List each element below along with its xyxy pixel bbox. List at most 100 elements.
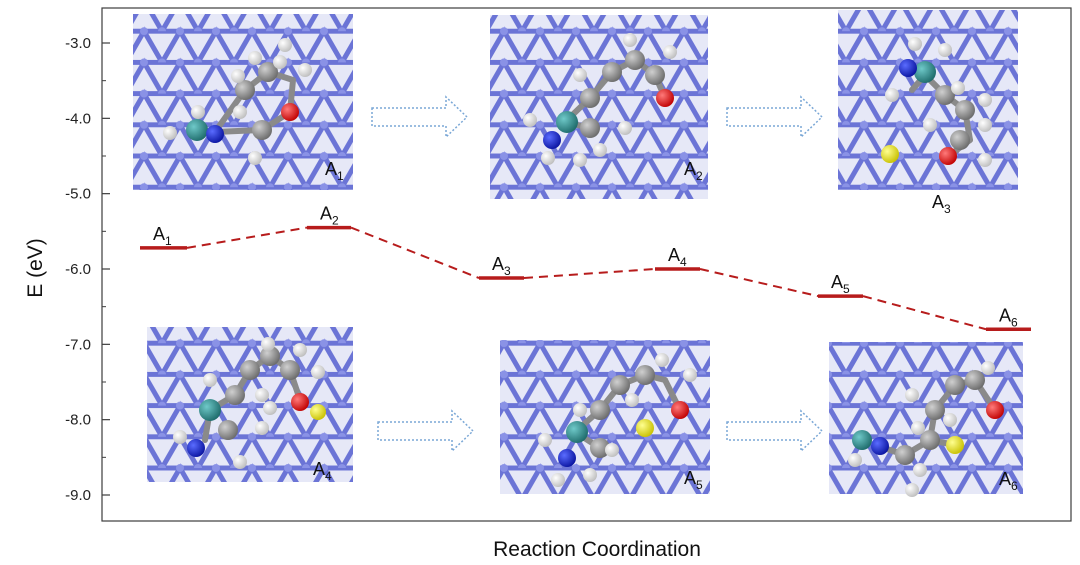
hydrogen-atom: [573, 153, 587, 167]
hydrogen-atom: [625, 393, 639, 407]
hydrogen-atom: [655, 353, 669, 367]
hydrogen-atom: [618, 121, 632, 135]
hydrogen-atom: [583, 468, 597, 482]
hydrogen-atom: [248, 51, 262, 65]
hydrogen-atom: [605, 443, 619, 457]
hydrogen-atom: [551, 473, 565, 487]
surface-lattice: [133, 14, 353, 190]
carbon-atom: [920, 430, 940, 450]
nitrogen-atom: [206, 125, 224, 143]
oxygen-atom: [656, 89, 674, 107]
nitrogen-atom: [187, 439, 205, 457]
arrow-a4-a5-icon: [377, 409, 475, 453]
hydrogen-atom: [573, 403, 587, 417]
hydrogen-atom: [203, 373, 217, 387]
carbon-atom: [950, 130, 970, 150]
nitrogen-atom: [543, 131, 561, 149]
hydrogen-atom: [938, 43, 952, 57]
carbon-atom: [280, 360, 300, 380]
y-axis-tick-labels: -3.0-4.0-5.0-6.0-7.0-8.0-9.0: [65, 35, 91, 504]
silicon-atom: [186, 119, 208, 141]
hydrogen-atom: [173, 430, 187, 444]
hydrogen-atom: [951, 81, 965, 95]
surface-lattice: [490, 15, 708, 199]
y-tick-label: -4.0: [65, 110, 91, 127]
structure-a4: A4: [147, 327, 353, 483]
carbon-atom: [590, 400, 610, 420]
hydrogen-atom: [255, 421, 269, 435]
y-tick-label: -7.0: [65, 336, 91, 353]
sulfur-atom: [946, 436, 964, 454]
hydrogen-atom: [261, 337, 275, 351]
oxygen-atom: [986, 401, 1004, 419]
plot-frame: [101, 7, 1072, 522]
carbon-atom: [235, 80, 255, 100]
hydrogen-atom: [538, 433, 552, 447]
carbon-atom: [945, 375, 965, 395]
sulfur-atom: [310, 404, 326, 420]
silicon-atom: [199, 399, 221, 421]
carbon-atom: [955, 100, 975, 120]
energy-level-label: A2: [320, 204, 339, 228]
hydrogen-atom: [293, 343, 307, 357]
hydrogen-atom: [263, 401, 277, 415]
energy-level-label: A1: [153, 224, 172, 248]
hydrogen-atom: [908, 37, 922, 51]
carbon-atom: [895, 445, 915, 465]
hydrogen-atom: [663, 45, 677, 59]
hydrogen-atom: [978, 93, 992, 107]
hydrogen-atom: [623, 33, 637, 47]
oxygen-atom: [939, 147, 957, 165]
carbon-atom: [580, 118, 600, 138]
hydrogen-atom: [848, 453, 862, 467]
energy-level-label: A5: [831, 272, 850, 296]
hydrogen-atom: [191, 105, 205, 119]
carbon-atom: [965, 370, 985, 390]
hydrogen-atom: [523, 113, 537, 127]
carbon-atom: [935, 85, 955, 105]
structure-a3: A3: [838, 10, 1018, 216]
arrow-a2-a3-icon: [726, 95, 824, 139]
nitrogen-atom: [871, 437, 889, 455]
hydrogen-atom: [163, 126, 177, 140]
carbon-atom: [590, 438, 610, 458]
hydrogen-atom: [248, 151, 262, 165]
hydrogen-atom: [233, 455, 247, 469]
silicon-atom: [852, 430, 872, 450]
carbon-atom: [625, 50, 645, 70]
silicon-atom: [566, 421, 588, 443]
energy-connector: [350, 226, 480, 279]
carbon-atom: [225, 385, 245, 405]
carbon-atom: [602, 62, 622, 82]
hydrogen-atom: [913, 463, 927, 477]
sulfur-atom: [881, 145, 899, 163]
structure-a5: A5: [500, 340, 710, 494]
y-tick-label: -8.0: [65, 412, 91, 429]
hydrogen-atom: [978, 118, 992, 132]
energy-connector: [699, 268, 819, 298]
y-axis-ticks: [102, 42, 110, 496]
oxygen-atom: [291, 393, 309, 411]
arrow-a1-a2-icon: [371, 95, 469, 139]
hydrogen-atom: [978, 153, 992, 167]
hydrogen-atom: [593, 143, 607, 157]
energy-connector: [523, 268, 656, 280]
nitrogen-atom: [558, 449, 576, 467]
carbon-atom: [635, 365, 655, 385]
energy-level-label: A6: [999, 305, 1018, 329]
hydrogen-atom: [905, 388, 919, 402]
carbon-atom: [610, 375, 630, 395]
silicon-atom: [556, 111, 578, 133]
hydrogen-atom: [905, 483, 919, 497]
hydrogen-atom: [541, 151, 555, 165]
hydrogen-atom: [911, 421, 925, 435]
hydrogen-atom: [311, 365, 325, 379]
carbon-atom: [258, 62, 278, 82]
carbon-atom: [260, 346, 280, 366]
hydrogen-atom: [273, 55, 287, 69]
carbon-atom: [218, 420, 238, 440]
energy-level-label: A3: [492, 254, 511, 278]
hydrogen-atom: [981, 361, 995, 375]
energy-levels: [140, 225, 1031, 332]
carbon-atom: [252, 120, 272, 140]
